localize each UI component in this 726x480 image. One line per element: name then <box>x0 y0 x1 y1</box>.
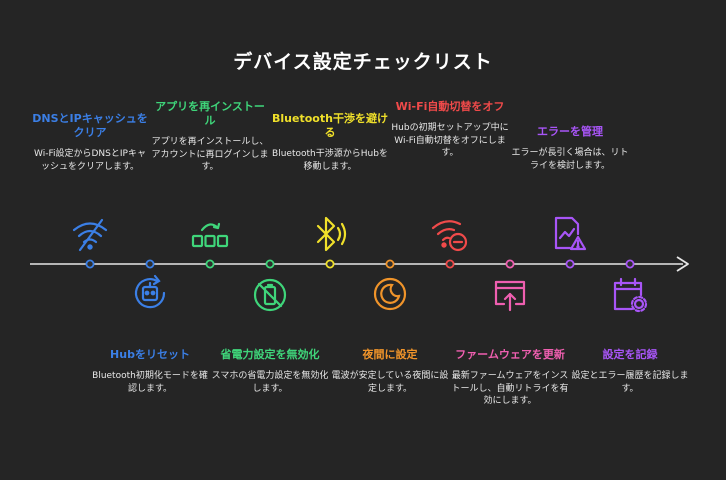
step-firmware-update: ファームウェアを更新 最新ファームウェアをインストールし、自動リトライを有効にし… <box>450 348 570 408</box>
step-title: アプリを再インストール <box>155 100 265 127</box>
step-record-settings: 設定を記録 設定とエラー履歴を記録します。 <box>570 348 690 395</box>
step-desc: アプリを再インストールし、アカウントに再ログインします。 <box>151 137 269 172</box>
step-desc: Bluetooth初期化モードを確認します。 <box>92 371 208 394</box>
step-wifi-auto-switch: Wi-Fi自動切替をオフ Hubの初期セットアップ中にWi-Fi自動切替をオフに… <box>390 100 510 160</box>
timeline-dot <box>205 259 215 269</box>
step-title: ファームウェアを更新 <box>455 348 565 361</box>
step-title: Bluetooth干渉を避ける <box>272 112 388 139</box>
battery-saver-off-icon <box>250 275 290 315</box>
step-title: DNSとIPキャッシュをクリア <box>32 112 148 139</box>
step-desc: Bluetooth干渉源からHubを移動します。 <box>272 149 388 172</box>
step-desc: 最新ファームウェアをインストールし、自動リトライを有効にします。 <box>451 371 569 406</box>
app-reinstall-icon <box>190 216 230 256</box>
timeline-dot <box>265 259 275 269</box>
step-title: 省電力設定を無効化 <box>220 348 320 361</box>
step-title: 設定を記録 <box>602 348 658 361</box>
step-app-reinstall: アプリを再インストール アプリを再インストールし、アカウントに再ログインします。 <box>150 100 270 174</box>
hub-refresh-icon <box>130 273 170 313</box>
step-desc: エラーが長引く場合は、リトライを検討します。 <box>511 148 629 171</box>
step-desc: 電波が安定している夜間に設定します。 <box>331 371 449 394</box>
timeline-dot <box>565 259 575 269</box>
step-hub-reset: Hubをリセット Bluetooth初期化モードを確認します。 <box>90 348 210 395</box>
step-title: エラーを管理 <box>537 125 603 138</box>
step-desc: Hubの初期セットアップ中にWi-Fi自動切替をオフにします。 <box>391 123 509 158</box>
step-dns-ip-cache: DNSとIPキャッシュをクリア Wi-Fi設定からDNSとIPキャッシュをクリア… <box>30 112 150 173</box>
step-title: Wi-Fi自動切替をオフ <box>395 100 505 113</box>
timeline-arrowhead <box>676 256 689 272</box>
step-night-setup: 夜間に設定 電波が安定している夜間に設定します。 <box>330 348 450 395</box>
timeline-dot <box>505 259 515 269</box>
settings-log-icon <box>610 275 650 315</box>
step-title: 夜間に設定 <box>362 348 418 361</box>
timeline-dot <box>145 259 155 269</box>
timeline-dot <box>445 259 455 269</box>
bluetooth-icon <box>310 214 350 254</box>
wifi-remove-icon <box>430 214 470 254</box>
step-desc: Wi-Fi設定からDNSとIPキャッシュをクリアします。 <box>34 149 146 172</box>
timeline-dot <box>625 259 635 269</box>
step-error-management: エラーを管理 エラーが長引く場合は、リトライを検討します。 <box>510 125 630 172</box>
step-title: Hubをリセット <box>110 348 190 361</box>
wifi-off-icon <box>70 214 110 254</box>
night-mode-icon <box>370 274 410 314</box>
page-title: デバイス設定チェックリスト <box>233 51 493 73</box>
error-report-icon <box>550 214 590 254</box>
timeline-dot <box>325 259 335 269</box>
timeline-dot <box>385 259 395 269</box>
step-desc: 設定とエラー履歴を記録します。 <box>571 371 689 394</box>
step-desc: スマホの省電力設定を無効化します。 <box>211 371 329 394</box>
step-bluetooth-interference: Bluetooth干渉を避ける Bluetooth干渉源からHubを移動します。 <box>270 112 390 173</box>
step-power-saving: 省電力設定を無効化 スマホの省電力設定を無効化します。 <box>210 348 330 395</box>
timeline-dot <box>85 259 95 269</box>
firmware-update-icon <box>490 274 530 314</box>
